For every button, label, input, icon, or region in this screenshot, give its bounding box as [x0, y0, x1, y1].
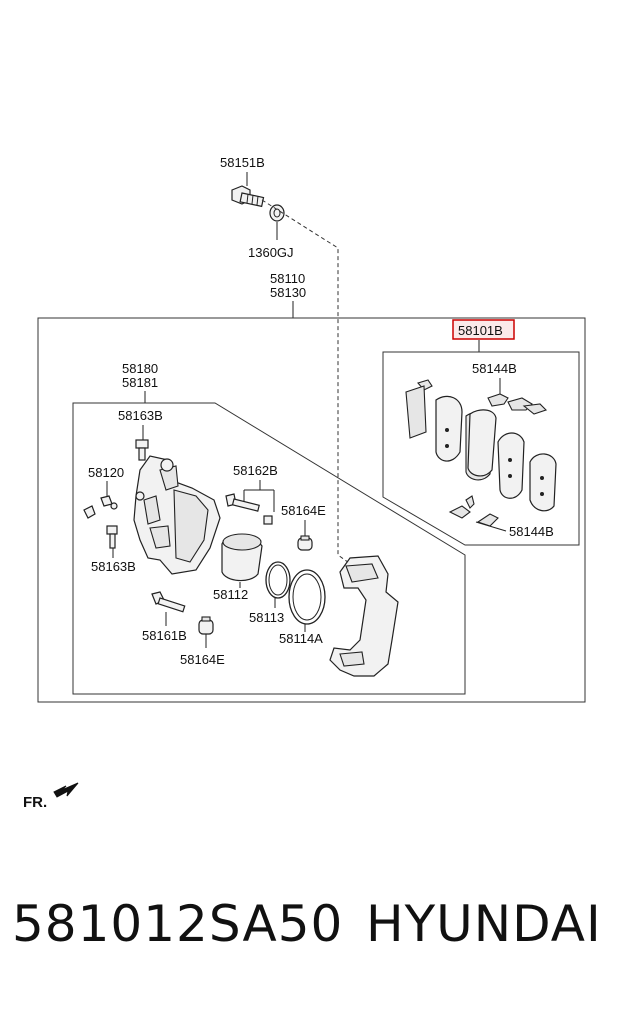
- washer-part: [269, 204, 285, 222]
- brake-caliper-diagram: 58151B 1360GJ 58110 58130 58101B 58144B: [23, 155, 586, 811]
- label-58130: 58130: [270, 285, 306, 300]
- bleeder-bottom-part: [106, 525, 118, 549]
- caption-bar: 581012SA50 HYUNDAI: [0, 895, 620, 985]
- label-58164e-right: 58164E: [281, 503, 326, 518]
- bleeder-top-part: [135, 439, 149, 461]
- label-58113: 58113: [249, 610, 284, 625]
- part-number-text: 581012SA50: [12, 895, 344, 953]
- label-58163b-bottom: 58163B: [91, 559, 136, 574]
- label-58162b: 58162B: [233, 463, 278, 478]
- label-58101b[interactable]: 58101B: [458, 323, 503, 338]
- label-58114a: 58114A: [279, 631, 323, 646]
- pad-clip-top-part: [417, 379, 548, 415]
- piston-seal-part: [265, 561, 291, 599]
- label-58161b: 58161B: [142, 628, 187, 643]
- caliper-frame: [72, 402, 466, 695]
- label-58144b-bottom: 58144B: [509, 524, 554, 539]
- label-1360gj: 1360GJ: [248, 245, 294, 260]
- piston-part: [221, 533, 263, 582]
- pad-kit-highlight: [452, 319, 515, 340]
- piston-boot-part: [288, 569, 326, 625]
- front-arrow-icon: [53, 782, 79, 798]
- label-58164e-bottom: 58164E: [180, 652, 225, 667]
- label-58120: 58120: [88, 465, 124, 480]
- label-58151b: 58151B: [220, 155, 265, 170]
- brake-pads-part: [405, 385, 557, 512]
- front-indicator-label: FR.: [23, 794, 47, 811]
- pad-kit-frame: [382, 351, 580, 546]
- pad-clip-bottom-part: [448, 495, 499, 527]
- label-58163b-top: 58163B: [118, 408, 163, 423]
- label-58144b-top: 58144B: [472, 361, 517, 376]
- caliper-body-part: [133, 455, 221, 575]
- label-58181: 58181: [122, 375, 158, 390]
- bolt-top-part: [231, 185, 265, 208]
- assembly-frame: [37, 317, 586, 703]
- caliper-bracket-part: [329, 555, 399, 677]
- brand-text: HYUNDAI: [366, 895, 602, 953]
- boot-right-part: [297, 535, 313, 551]
- label-58112: 58112: [213, 587, 248, 602]
- label-58110: 58110: [270, 271, 305, 286]
- boot-bottom-part: [198, 616, 214, 635]
- guide-pins-part: [225, 493, 273, 525]
- label-58180: 58180: [122, 361, 158, 376]
- bleeder-cap-part: [83, 495, 118, 519]
- guide-bolt-part: [151, 591, 186, 613]
